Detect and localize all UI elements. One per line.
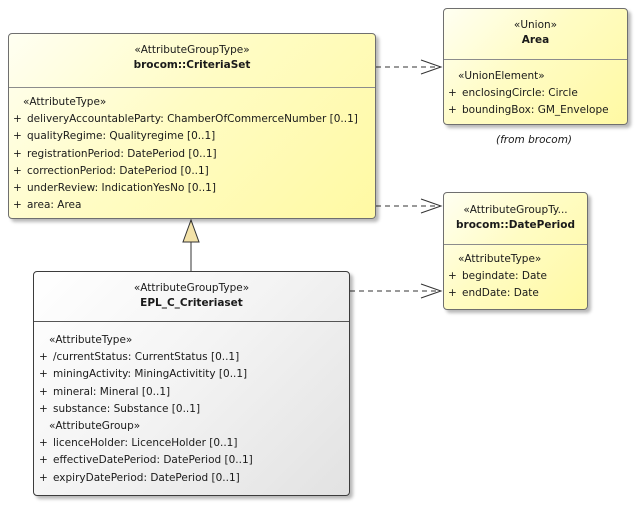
attribute-text: boundingBox: GM_Envelope [462, 104, 609, 117]
class-header: «AttributeGroupType» brocom::CriteriaSet [9, 34, 375, 88]
class-stereotype: «AttributeGroupType» [134, 44, 250, 56]
attribute-compartment: «UnionElement» +enclosingCircle: Circle+… [444, 60, 627, 120]
attribute-text: expiryDatePeriod: DatePeriod [0..1] [53, 471, 240, 484]
attribute-text: effectiveDatePeriod: DatePeriod [0..1] [53, 454, 253, 467]
visibility-marker: + [448, 87, 457, 99]
visibility-marker: + [39, 368, 48, 381]
attribute-row[interactable]: + begindate: Date [448, 268, 587, 285]
visibility-marker: + [39, 351, 48, 363]
attribute-text: correctionPeriod: DatePeriod [0..1] [27, 164, 209, 177]
visibility-marker: + [39, 402, 48, 415]
class-header: «Union» Area [444, 9, 627, 60]
attribute-text: endDate: Date [462, 287, 539, 300]
attribute-row[interactable]: + endDate: Date [448, 285, 587, 302]
visibility-marker: + [13, 113, 22, 125]
attribute-row[interactable]: + area: Area [13, 197, 375, 214]
visibility-marker: + [13, 199, 22, 212]
class-name: brocom::DatePeriod [456, 219, 575, 231]
class-header: «AttributeGroupTy... brocom::DatePeriod [444, 193, 587, 245]
attribute-row[interactable]: + registrationPeriod: DatePeriod [0..1] [13, 146, 375, 163]
class-name: EPL_C_Criteriaset [140, 297, 243, 309]
attribute-row[interactable]: + expiryDatePeriod: DatePeriod [0..1] [39, 470, 349, 487]
section-stereotype: «AttributeType» [458, 253, 542, 265]
dependency-arrowhead-dateperiod-2 [420, 283, 443, 299]
class-name: brocom::CriteriaSet [133, 59, 251, 71]
attribute-row[interactable]: + mineral: Mineral [0..1] [39, 384, 349, 401]
attribute-text: substance: Substance [0..1] [53, 402, 201, 415]
visibility-marker: + [448, 287, 457, 300]
attribute-text: enclosingCircle: Circle [462, 87, 578, 99]
attribute-compartment: «AttributeType» + /currentStatus: Current… [34, 322, 349, 487]
class-stereotype: «AttributeGroupType» [133, 282, 250, 294]
visibility-marker: + [13, 130, 22, 143]
attribute-row[interactable]: + licenceHolder: LicenceHolder [0..1] [39, 435, 349, 452]
attribute-list: + deliveryAccountableParty: ChamberOfComm… [13, 111, 375, 215]
attribute-compartment: «AttributeType» + deliveryAccountablePart… [9, 88, 375, 215]
generalization-triangle [182, 218, 200, 243]
attribute-row[interactable]: + boundingBox: GM_Envelope [448, 102, 627, 119]
attribute-text: deliveryAccountableParty: ChamberOfComme… [27, 113, 358, 125]
section-stereotype: «AttributeType» [23, 96, 107, 108]
visibility-marker: + [13, 182, 22, 195]
attribute-text: registrationPeriod: DatePeriod [0..1] [27, 147, 217, 160]
dependency-arrowhead-dateperiod-1 [420, 198, 443, 214]
class-criteriaset[interactable]: «AttributeGroupType» brocom::CriteriaSet… [8, 33, 376, 219]
attribute-row[interactable]: + correctionPeriod: DatePeriod [0..1] [13, 163, 375, 180]
visibility-marker: + [13, 164, 22, 177]
attribute-list: + enclosingCircle: Circle + boundingBox: GM… [448, 85, 627, 120]
attribute-list: + begindate: Date + endDate: Date [448, 268, 587, 303]
visibility-marker: + [13, 147, 22, 160]
class-area[interactable]: «Union» Area «UnionElement» + enclosingCi… [443, 8, 628, 125]
visibility-marker: + [39, 471, 48, 484]
attribute-text: miningActivity: MiningActivitity [0..1] [53, 368, 248, 381]
attribute-list: + licenceHolder: LicenceHolder [0..1] + eff… [39, 435, 349, 487]
package-note: (from brocom) [496, 134, 573, 146]
class-epl-c-criteriaset[interactable]: «AttributeGroupType» EPL_C_Criteriaset «… [33, 271, 350, 496]
class-header: «AttributeGroupType» EPL_C_Criteriaset [34, 272, 349, 322]
section-stereotype: «AttributeGroup» [49, 420, 141, 433]
attribute-text: underReview: IndicationYesNo [0..1] [27, 182, 216, 195]
attribute-list: + /currentStatus: CurrentStatus [0..1] + mi… [39, 349, 349, 418]
class-stereotype: «AttributeGroupTy... [463, 204, 568, 216]
attribute-row[interactable]: + deliveryAccountableParty: ChamberOfComm… [13, 111, 375, 128]
attribute-row[interactable]: + qualityRegime: Qualityregime [0..1] [13, 128, 375, 145]
attribute-row[interactable]: + miningActivity: MiningActivitity [0..1] [39, 366, 349, 383]
visibility-marker: + [448, 104, 457, 117]
attribute-row[interactable]: + effectiveDatePeriod: DatePeriod [0..1] [39, 452, 349, 469]
visibility-marker: + [39, 437, 48, 450]
attribute-text: licenceHolder: LicenceHolder [0..1] [53, 437, 238, 450]
attribute-row[interactable]: + enclosingCircle: Circle [448, 85, 627, 102]
section-stereotype: «UnionElement» [458, 70, 545, 82]
dependency-arrowhead-area [420, 59, 443, 75]
section-stereotype: «AttributeType» [49, 334, 133, 346]
class-stereotype: «Union» [513, 19, 558, 31]
attribute-text: begindate: Date [462, 270, 548, 282]
attribute-row[interactable]: + underReview: IndicationYesNo [0..1] [13, 180, 375, 197]
attribute-row[interactable]: + /currentStatus: CurrentStatus [0..1] [39, 349, 349, 366]
class-name: Area [521, 34, 550, 46]
visibility-marker: + [39, 454, 48, 467]
attribute-text: qualityRegime: Qualityregime [0..1] [27, 130, 216, 143]
attribute-text: mineral: Mineral [0..1] [53, 385, 171, 398]
attribute-row[interactable]: + substance: Substance [0..1] [39, 401, 349, 418]
attribute-compartment: «AttributeType» + begindate: Date + endDate… [444, 245, 587, 303]
visibility-marker: + [39, 385, 48, 398]
visibility-marker: + [448, 270, 457, 282]
attribute-text: /currentStatus: CurrentStatus [0..1] [53, 351, 240, 363]
class-dateperiod[interactable]: «AttributeGroupTy... brocom::DatePeriod … [443, 192, 588, 310]
attribute-text: area: Area [27, 199, 82, 212]
